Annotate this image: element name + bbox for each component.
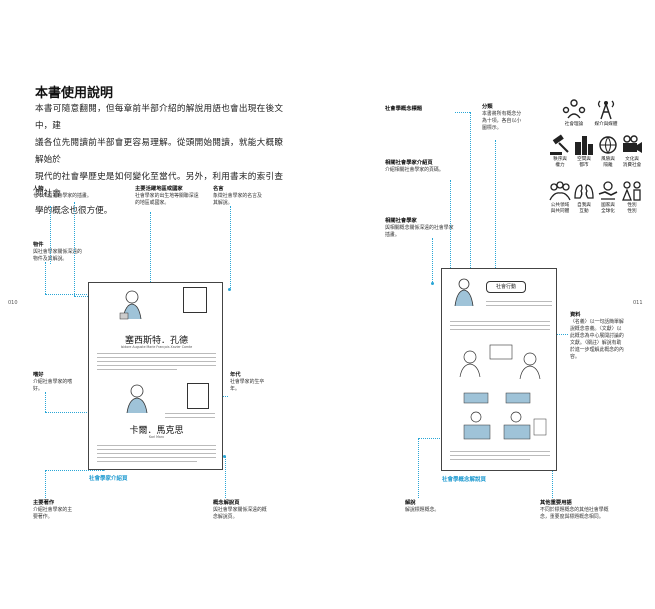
caption-sociologist-page: 社會學家介紹頁 (89, 476, 128, 482)
camera-icon (620, 134, 644, 156)
label-material-body: 〈名義〉以一句話簡單解說概念意義。〈文獻〉以此概念為中心展開討論的文獻。〈關註〉… (570, 319, 624, 360)
intro-line: 本書可隨意翻閱，但每章前半部介紹的解說用語也會出現在後文中，建 (35, 104, 283, 131)
label-quote-head: 名言 (213, 186, 224, 192)
category-label: 秩序與權力 (553, 157, 567, 168)
page-title: 本書使用說明 (35, 86, 114, 101)
label-category-head: 分類 (482, 104, 493, 110)
intro-line: 學的概念也很方便。 (35, 206, 113, 216)
face-profiles-icon (572, 180, 596, 202)
category-label: 空間與都市 (577, 157, 591, 168)
label-explanation-head: 解說 (405, 500, 416, 506)
label-related-sociologist-body: 與相關概念關係深遠的社會學家插畫。 (385, 225, 454, 238)
label-concept-link-head: 概念解說頁 (213, 500, 240, 506)
label-category-body: 本書將所有概念分為十項，各自以小圖標示。 (482, 111, 522, 131)
category-label: 社會理論 (564, 122, 584, 127)
label-active: 主要活躍地區或國家 社會學家的出生地等關聯深遠的地區或國家。 (135, 186, 203, 207)
sociologist-name-sub-1: Isidore Auguste Marie François Xavier Co… (120, 345, 193, 349)
label-person-body: 七十六位社會學家的插畫。 (33, 193, 92, 199)
label-hobby-body: 介紹社會學家的嗜好。 (33, 379, 73, 392)
quote-box (183, 287, 207, 313)
gender-figures-icon (620, 180, 644, 202)
sociologist-name-1: 塞西斯特．孔德 (124, 336, 188, 346)
label-related-page: 相關社會學家介紹頁 介紹相關社會學家的頁碼。 (385, 160, 455, 174)
label-person: 人物 七十六位社會學家的插畫。 (33, 186, 103, 200)
label-object-head: 物件 (33, 242, 44, 248)
label-hobby-head: 嗜好 (33, 372, 44, 378)
label-material-head: 資料 (570, 312, 581, 318)
page-number-right: 011 (633, 300, 643, 306)
label-other-terms: 其他重要用語 不同於標題概念的其他社會學概念，重要度與標題概念相同。 (540, 500, 612, 521)
label-years-head: 年代 (230, 372, 241, 378)
label-explanation-body: 解說標題概念。 (405, 507, 440, 513)
intro-line: 現代的社會學歷史是如何變化至當代。另外，利用書末的索引查閱社會 (35, 172, 283, 199)
label-category: 分類 本書將所有概念分為十項，各自以小圖標示。 (482, 104, 526, 132)
category-label: 國家與全球化 (601, 203, 615, 214)
label-works-body: 介紹社會學家的主要著作。 (33, 507, 73, 520)
label-concept-title: 社會學概念標題 (385, 106, 455, 113)
label-works-head: 主要著作 (33, 500, 55, 506)
caption-concept-page: 社會學概念解說頁 (442, 477, 487, 483)
label-related-sociologist-head: 相關社會學家 (385, 218, 417, 224)
concept-page-sample: 社會行動 (441, 268, 557, 471)
sociologist-figure-2 (121, 383, 153, 415)
label-years: 年代 社會學家的生卒年。 (230, 372, 270, 393)
label-concept-link: 概念解說頁 與社會學家關係深遠的概念解說頁。 (213, 500, 269, 521)
category-label: 媒介與媒體 (594, 122, 618, 127)
label-quote-body: 象徵社會學家的名言及其解說。 (213, 193, 262, 206)
label-concept-link-body: 與社會學家關係深遠的概念解說頁。 (213, 507, 267, 520)
gavel-icon (548, 134, 572, 156)
city-buildings-icon (572, 134, 596, 156)
label-material: 資料 〈名義〉以一句話簡單解說概念意義。〈文獻〉以此概念為中心展開討論的文獻。〈… (570, 312, 626, 361)
handshake-icon (596, 180, 620, 202)
page-number-left: 010 (8, 300, 18, 306)
broadcast-tower-icon (594, 98, 618, 120)
label-person-head: 人物 (33, 186, 44, 192)
intro-line: 議各位先閱讀前半部會更容易理解。從頭開始閱讀，就能大概瞭解始於 (35, 138, 283, 165)
label-years-body: 社會學家的生卒年。 (230, 379, 265, 392)
concept-illustration (450, 337, 550, 445)
group-meeting-icon (548, 180, 572, 202)
label-other-terms-head: 其他重要用語 (540, 500, 572, 506)
label-object-body: 與社會學家關係深遠的物件及其解說。 (33, 249, 82, 262)
people-network-icon (562, 98, 586, 120)
sociologist-name-2: 卡爾．馬克思 (129, 426, 184, 436)
category-label: 公共領域與共同體 (550, 203, 570, 214)
label-active-head: 主要活躍地區或國家 (135, 186, 183, 192)
concept-figure (450, 277, 478, 307)
label-works: 主要著作 介紹社會學家的主要著作。 (33, 500, 77, 521)
sociologist-name-sub-2: Karl Marx (148, 435, 164, 439)
label-other-terms-body: 不同於標題概念的其他社會學概念，重要度與標題概念相同。 (540, 507, 609, 520)
category-label: 性別性別 (627, 203, 637, 214)
label-explanation: 解說 解說標題概念。 (405, 500, 455, 514)
sociologist-figure-1 (117, 289, 147, 321)
quote-box-2 (187, 383, 209, 409)
label-object: 物件 與社會學家關係深遠的物件及其解說。 (33, 242, 83, 263)
label-hobby: 嗜好 介紹社會學家的嗜好。 (33, 372, 77, 393)
category-label: 風險與隔離 (601, 157, 615, 168)
label-related-page-head: 相關社會學家介紹頁 (385, 160, 433, 166)
concept-title-box: 社會行動 (486, 281, 526, 293)
label-concept-title-head: 社會學概念標題 (385, 106, 423, 112)
label-related-page-body: 介紹相關社會學家的頁碼。 (385, 167, 444, 173)
label-active-body: 社會學家的出生地等關聯深遠的地區或國家。 (135, 193, 199, 206)
category-icon-grid: 社會理論 媒介與媒體 秩序與權力 空間與都市 風險與隔離 文化與消費社會 公共領… (549, 98, 650, 248)
intro-text: 本書可隨意翻閱，但每章前半部介紹的解說用語也會出現在後文中，建 議各位先閱讀前半… (35, 101, 283, 220)
category-label: 文化與消費社會 (622, 157, 642, 168)
label-related-sociologist: 相關社會學家 與相關概念關係深遠的社會學家插畫。 (385, 218, 455, 239)
category-label: 自我與互動 (577, 203, 591, 214)
sociologist-page-sample: 塞西斯特．孔德 Isidore Auguste Marie François X… (88, 282, 223, 470)
label-quote: 名言 象徵社會學家的名言及其解說。 (213, 186, 265, 207)
globe-icon (596, 134, 620, 156)
